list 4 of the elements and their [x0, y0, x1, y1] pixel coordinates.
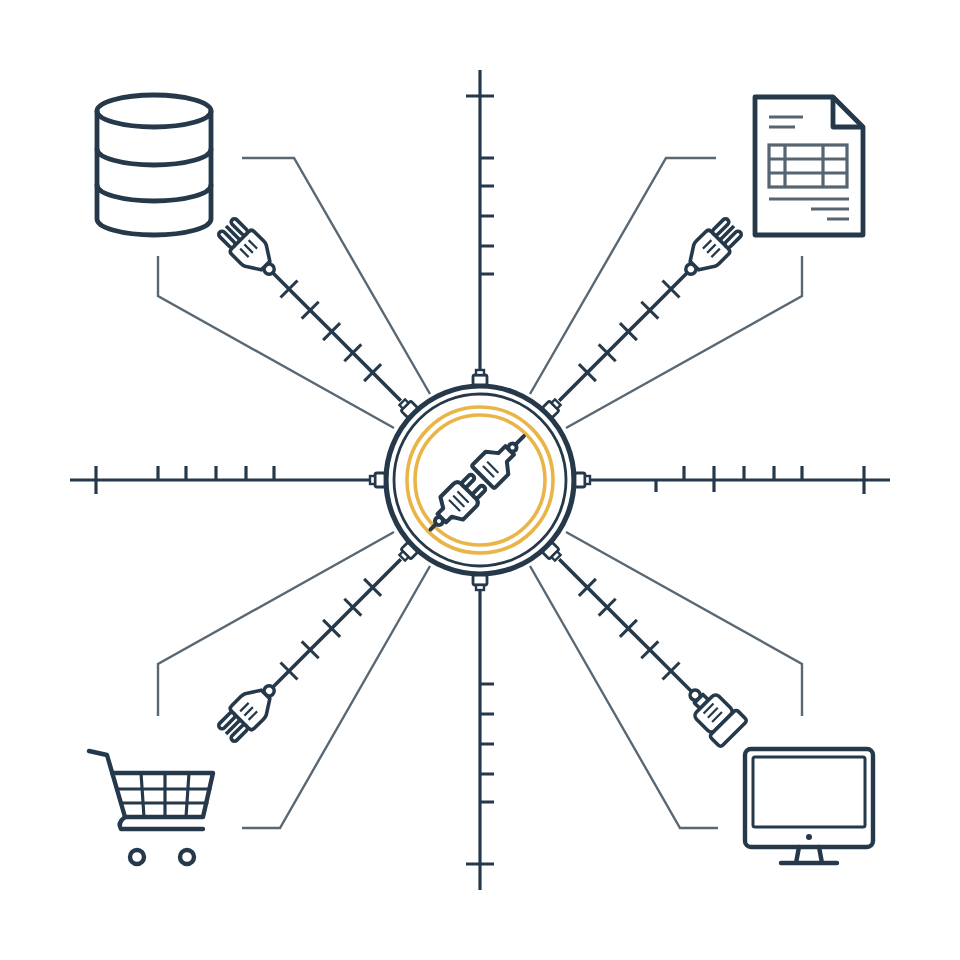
- plug-cable: [557, 217, 743, 403]
- plug-cable: [557, 557, 748, 748]
- plug-cable: [217, 217, 403, 403]
- plug-cable: [217, 557, 403, 743]
